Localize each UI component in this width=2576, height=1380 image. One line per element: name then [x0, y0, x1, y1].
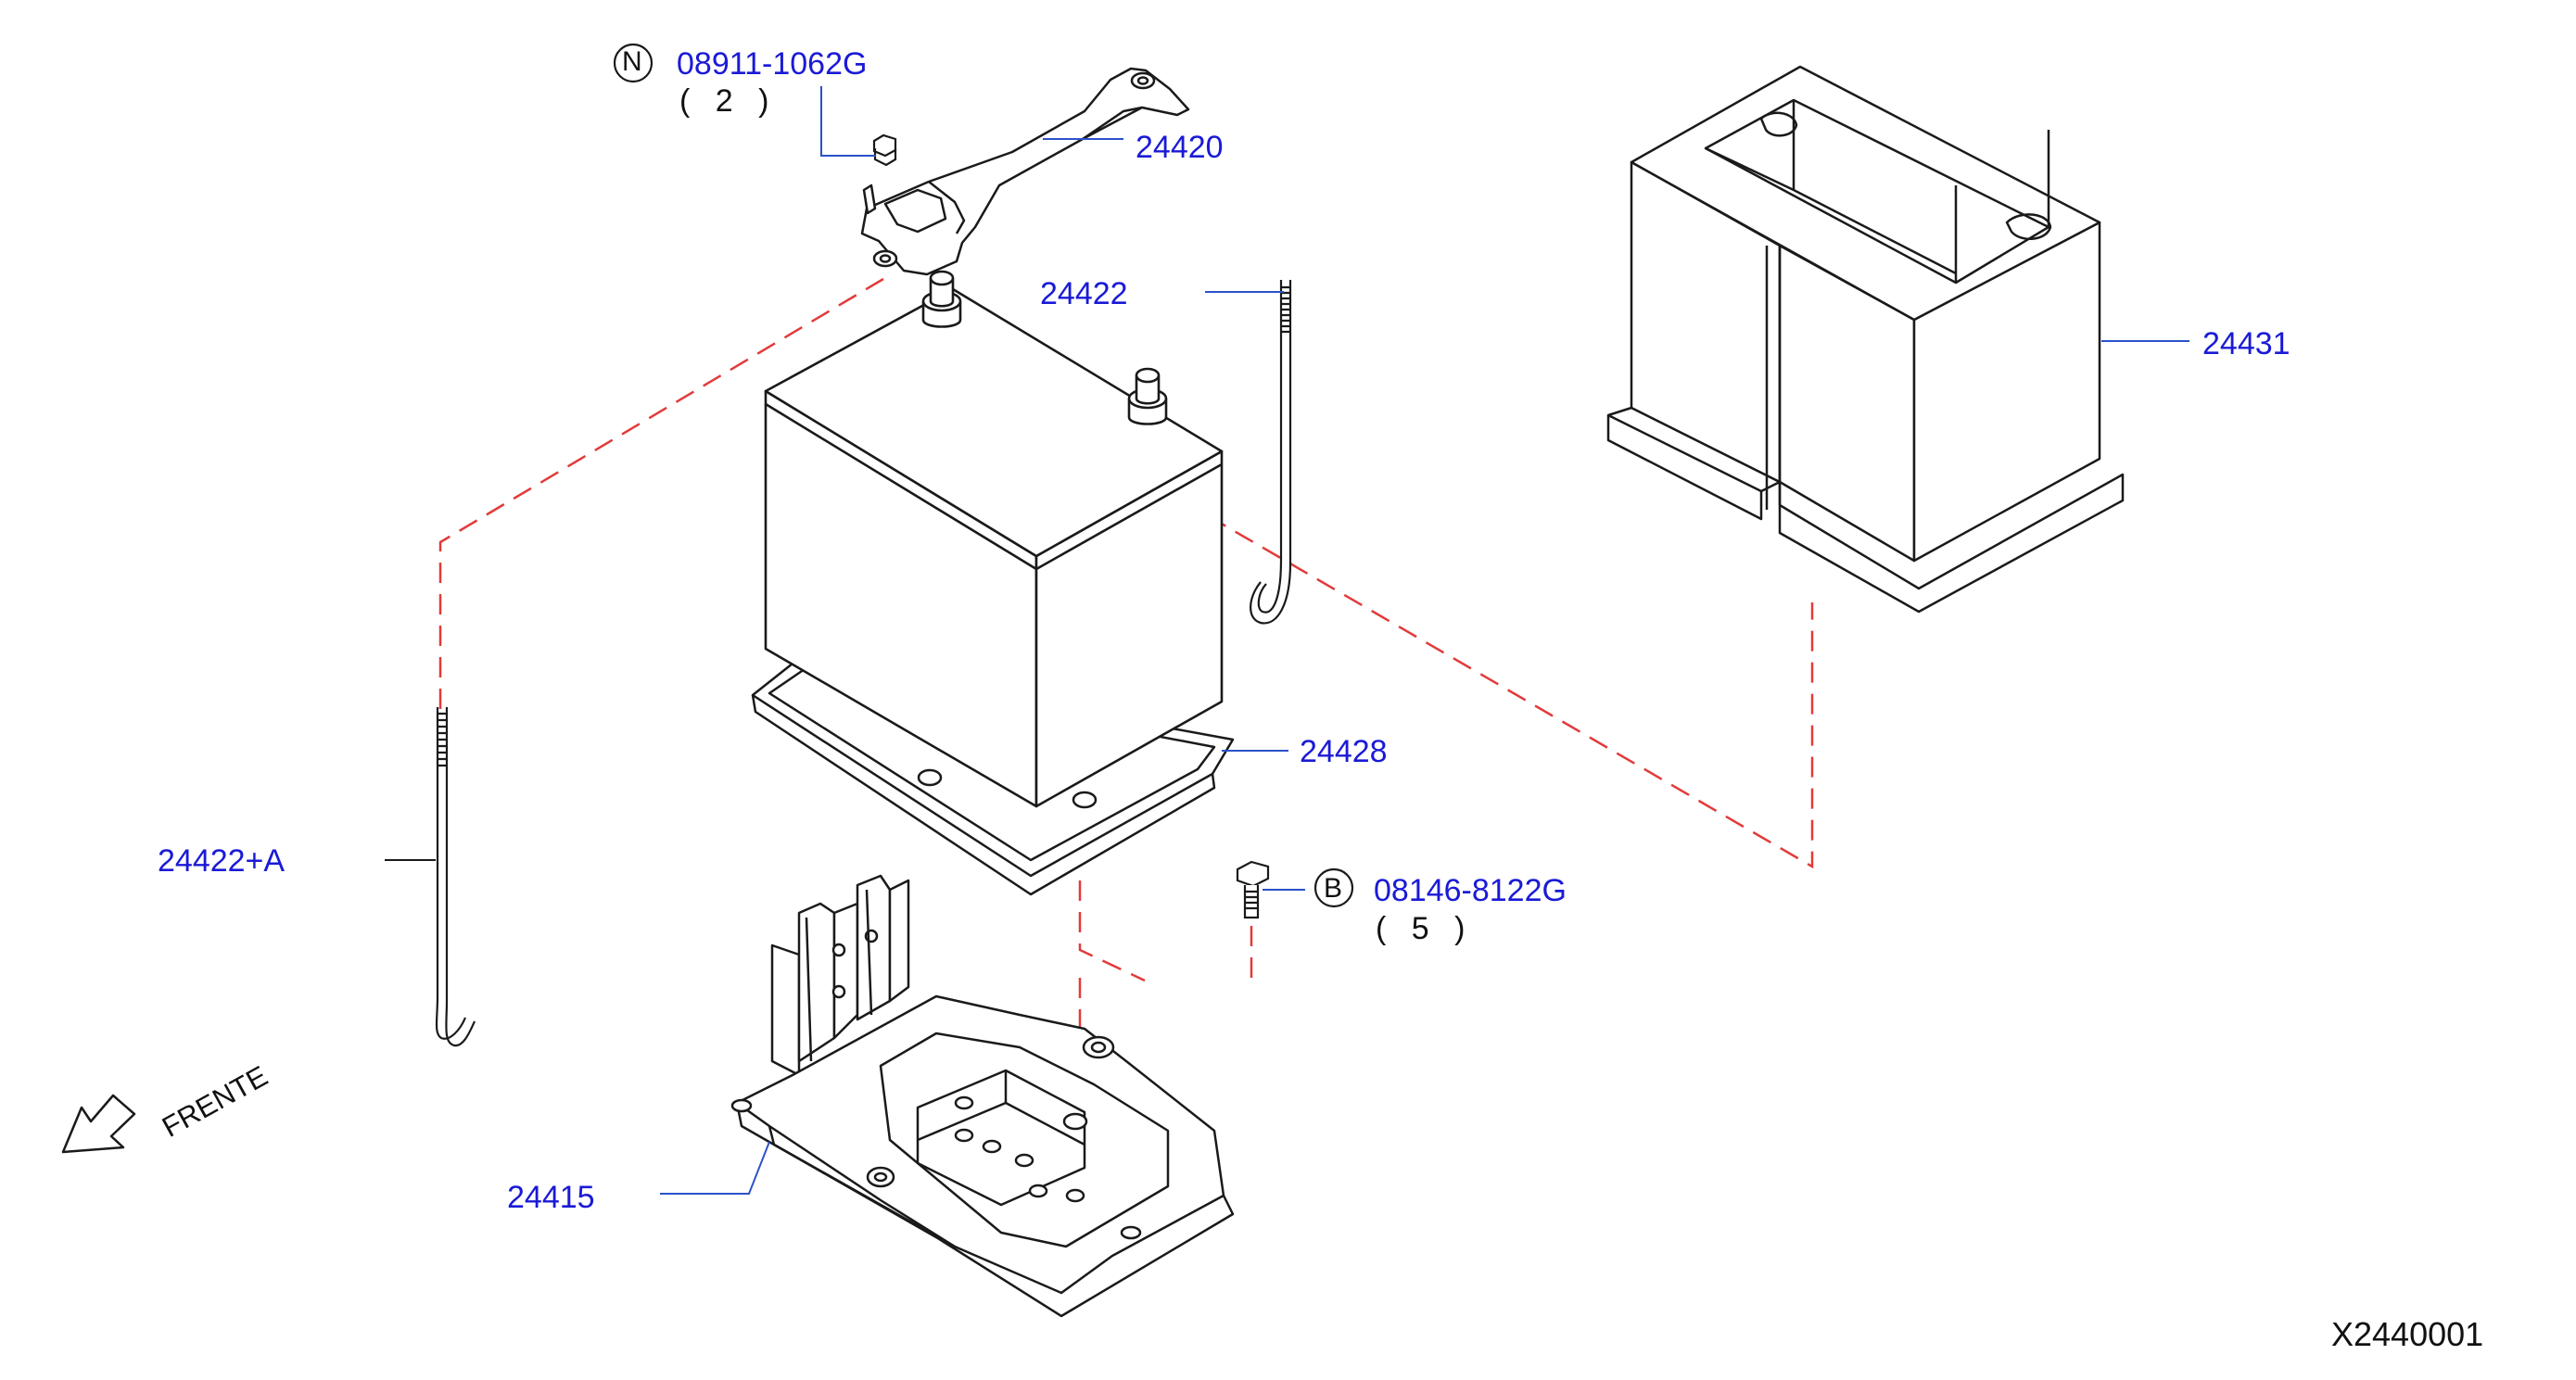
bolt-b-symbol: B [1324, 873, 1343, 904]
hold-down-rod-24422-a [435, 707, 476, 1047]
battery [764, 270, 1224, 808]
battery-frame [730, 874, 1235, 1318]
nut-icon [872, 133, 897, 167]
frame-arrow-icon [61, 1094, 136, 1154]
bolt-n-symbol: N [622, 46, 642, 77]
bolt-icon [1236, 860, 1270, 919]
part-number-24431[interactable]: 24431 [2202, 326, 2290, 361]
part-number-24420[interactable]: 24420 [1136, 130, 1224, 165]
part-number-24422-a[interactable]: 24422+A [158, 843, 286, 879]
part-number-08911-1062g[interactable]: 08911-1062G [677, 46, 868, 82]
hold-down-clamp [860, 67, 1190, 276]
part-number-08146-8122g[interactable]: 08146-8122G [1374, 873, 1567, 908]
circle-n-symbol [613, 43, 654, 83]
hold-down-rod-24422 [1250, 280, 1292, 625]
part-number-24422[interactable]: 24422 [1040, 276, 1128, 311]
leader-lines [660, 86, 2189, 1195]
bolt-n-quantity: ( 2 ) [679, 83, 769, 119]
part-number-24415[interactable]: 24415 [507, 1180, 595, 1215]
battery-cover [1606, 65, 2125, 614]
bolt-b-quantity: ( 5 ) [1376, 911, 1466, 946]
part-number-24428[interactable]: 24428 [1300, 734, 1388, 769]
circle-b-symbol [1313, 867, 1354, 908]
drawing-code: X2440001 [2331, 1315, 2484, 1353]
